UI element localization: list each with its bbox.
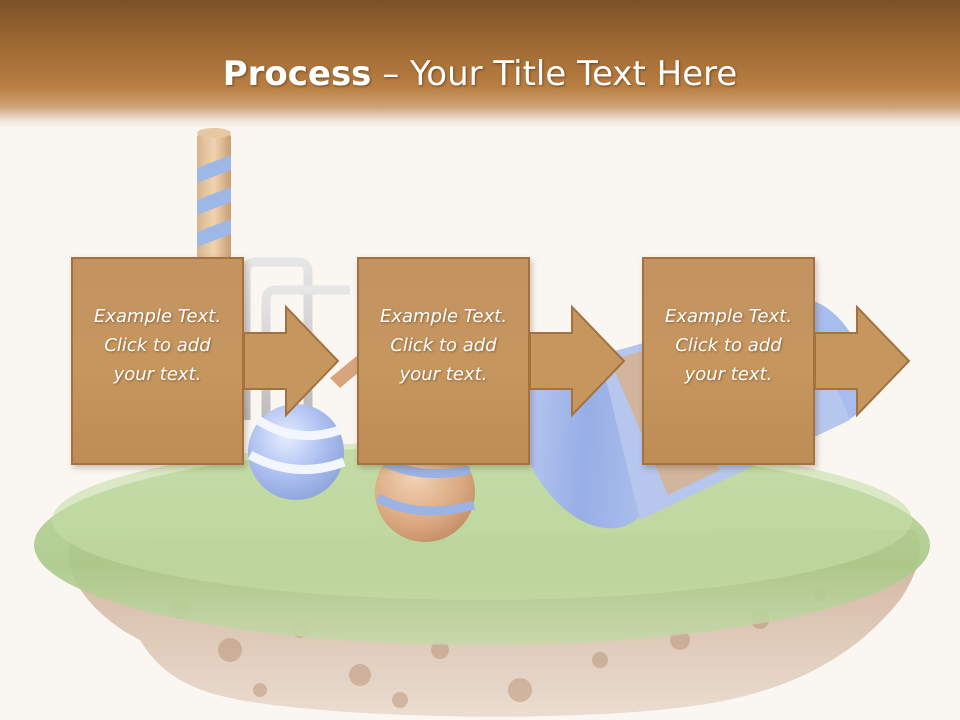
process-arrow-1-icon[interactable] [243,304,340,418]
step-text-line: Example Text. [664,305,793,327]
title-band [0,0,960,128]
step-text-line: your text. [399,363,488,385]
step-text-line: your text. [113,363,202,385]
step-text-line: Click to add [104,334,211,356]
title-regular-text: – Your Title Text Here [371,54,738,94]
step-text-line: Click to add [390,334,497,356]
process-step-2-box[interactable]: Example Text. Click to add your text. [357,257,530,465]
process-step-1-text: Example Text. Click to add your text. [83,302,233,389]
process-step-2-text: Example Text. Click to add your text. [369,302,519,389]
slide-title[interactable]: Process – Your Title Text Here [0,50,960,98]
process-step-3-box[interactable]: Example Text. Click to add your text. [642,257,815,465]
process-step-1-box[interactable]: Example Text. Click to add your text. [71,257,244,465]
title-bold-text: Process [222,54,372,94]
step-text-line: Example Text. [379,305,508,327]
step-text-line: Click to add [675,334,782,356]
step-text-line: Example Text. [93,305,222,327]
process-step-3-text: Example Text. Click to add your text. [654,302,804,389]
step-text-line: your text. [684,363,773,385]
process-arrow-3-icon[interactable] [814,304,911,418]
process-arrow-2-icon[interactable] [529,304,626,418]
